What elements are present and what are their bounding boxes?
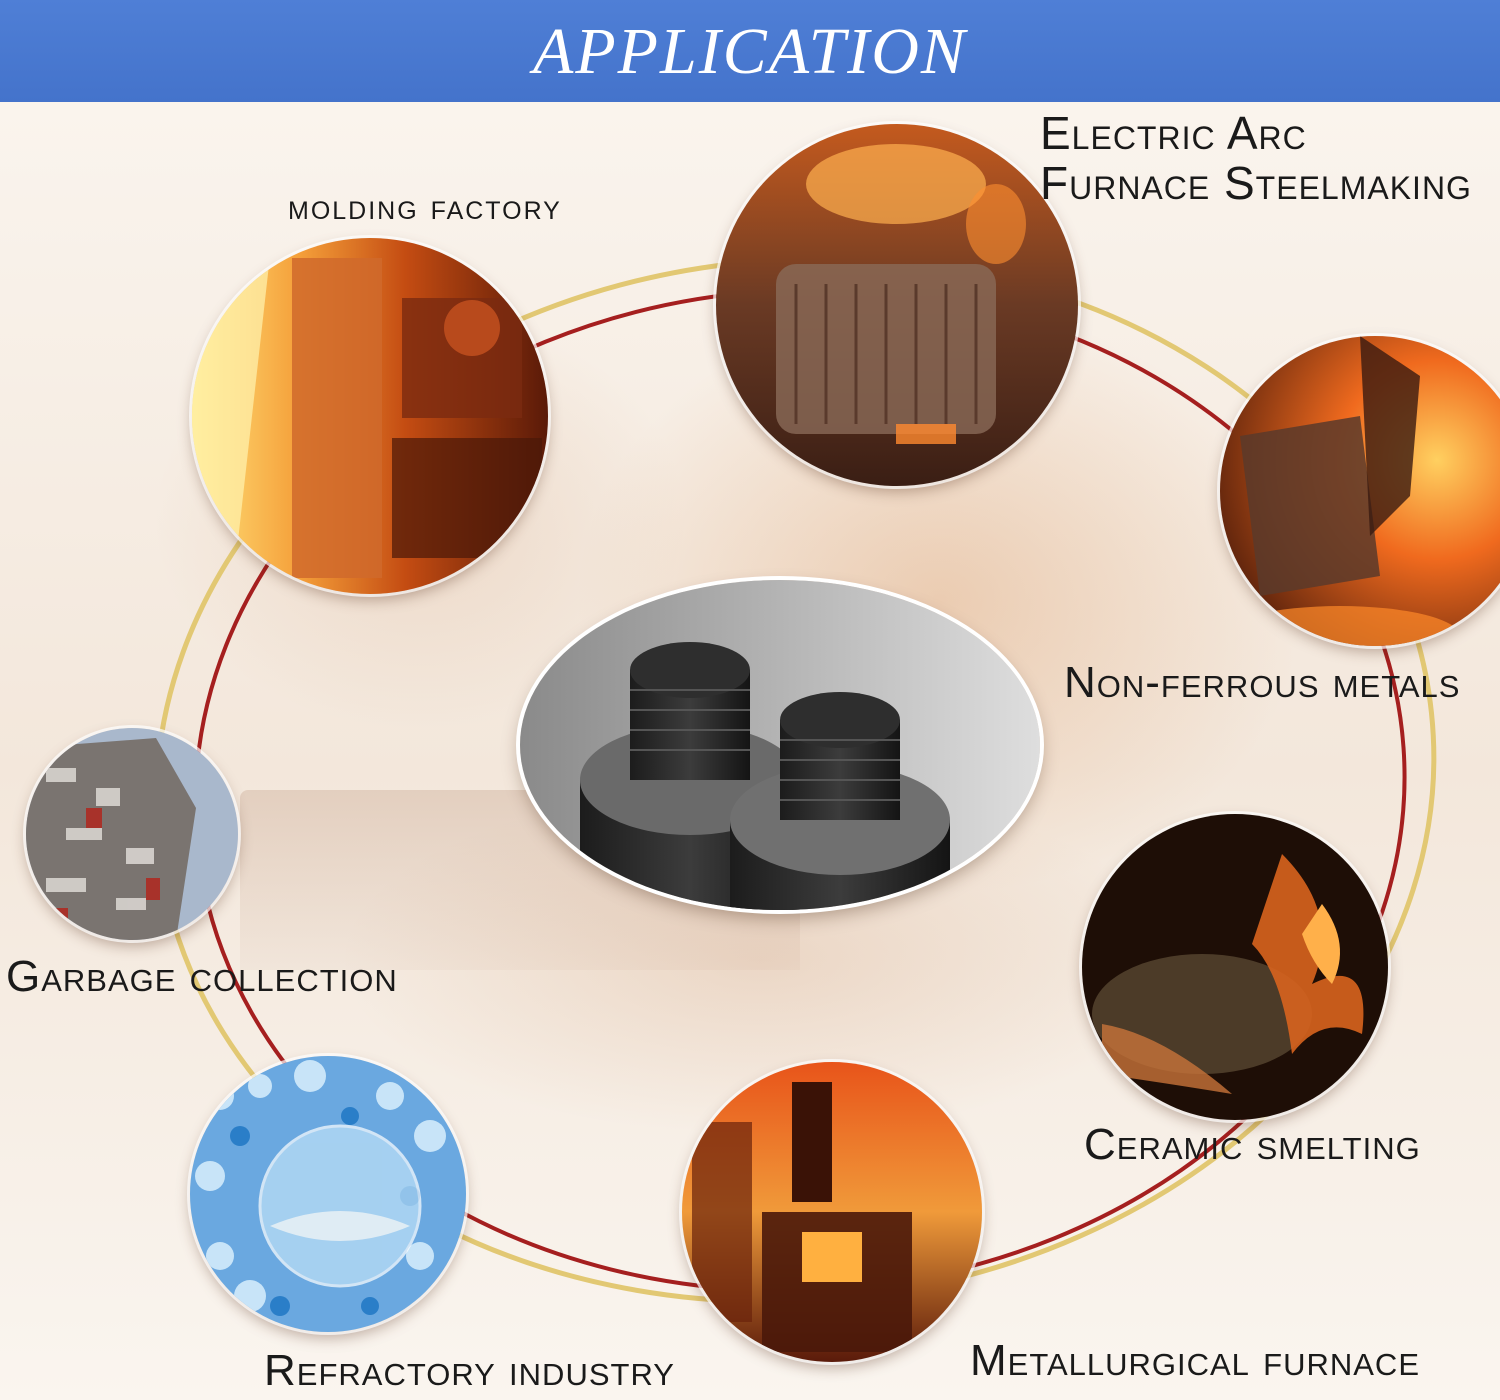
label-refractory-industry: Refractory industry (264, 1346, 675, 1395)
label-metallurgical-furnace: Metallurgical furnace (970, 1336, 1420, 1385)
molding-factory-photo (192, 238, 548, 594)
label-garbage-collection: Garbage collection (6, 952, 398, 1001)
header-banner: APPLICATION (0, 0, 1500, 102)
page-title: APPLICATION (533, 15, 967, 88)
electric-arc-furnace-photo (716, 124, 1078, 486)
label-electric-arc-line2: Furnace Steelmaking (1040, 157, 1472, 209)
non-ferrous-metals-photo (1220, 336, 1500, 646)
ceramic-smelting-photo (1082, 814, 1388, 1120)
label-ceramic-smelting: Ceramic smelting (1084, 1120, 1421, 1169)
label-non-ferrous-metals: Non-ferrous metals (1064, 658, 1461, 707)
refractory-industry-photo (190, 1056, 466, 1332)
label-electric-arc-line1: Electric Arc (1040, 107, 1307, 159)
graphite-electrodes-photo (520, 580, 1040, 910)
garbage-collection-photo (26, 728, 238, 940)
metallurgical-furnace-photo (682, 1062, 982, 1362)
label-molding-factory: molding factory (288, 186, 562, 227)
